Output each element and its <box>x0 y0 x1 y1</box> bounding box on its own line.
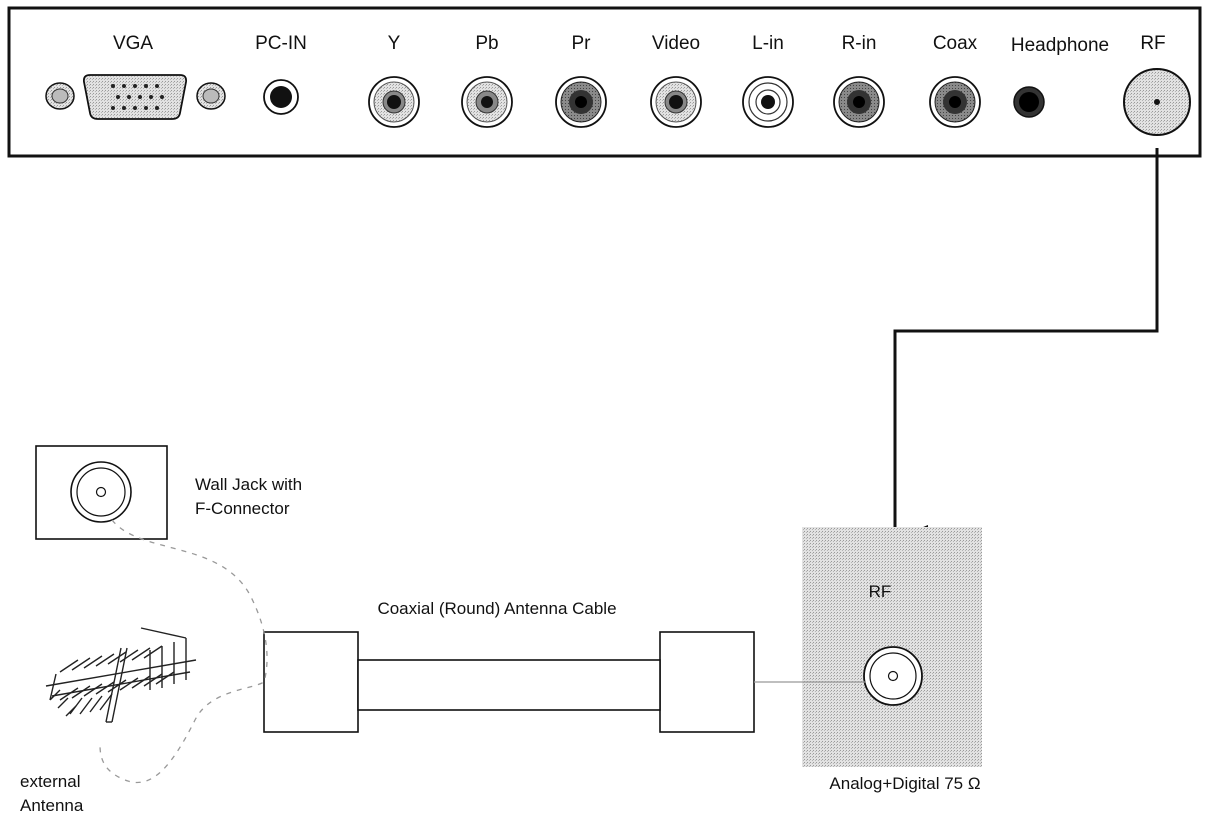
port-label-video: Video <box>652 33 700 54</box>
coaxial-cable: Coaxial (Round) Antenna Cable <box>263 599 866 733</box>
port-label-r-in: R-in <box>842 33 877 54</box>
port-label-vga: VGA <box>113 33 153 54</box>
port-label-pb: Pb <box>475 33 498 54</box>
port-label-coax: Coax <box>933 33 978 54</box>
port-label-rf: RF <box>1140 33 1165 54</box>
cable-left-connector <box>263 631 359 733</box>
r-in-rca-icon <box>833 76 885 128</box>
panel-frame <box>7 6 1202 158</box>
wall-jack: Wall Jack with F-Connector <box>35 445 302 540</box>
rf-feed-line <box>892 148 1159 555</box>
port-label-pc-in: PC-IN <box>255 33 307 54</box>
coax-rca-icon <box>929 76 981 128</box>
port-label-pr: Pr <box>572 33 592 54</box>
l-in-rca-icon <box>742 76 794 128</box>
antenna-label-line1: external <box>20 772 80 791</box>
pb-rca-icon <box>461 76 513 128</box>
coaxial-cable-label: Coaxial (Round) Antenna Cable <box>377 599 616 618</box>
rf-input-caption: Analog+Digital 75 Ω <box>829 774 980 793</box>
dashed-connection-path <box>99 519 268 784</box>
pc-in-jack-icon <box>263 79 299 115</box>
antenna-label-line2: Antenna <box>20 796 84 815</box>
panel-rf-connector-icon <box>1123 68 1191 136</box>
vga-port-icon <box>45 74 226 120</box>
port-label-l-in: L-in <box>752 33 784 54</box>
rf-input-connector-icon <box>863 646 923 706</box>
rf-input-block: RF Analog+Digital 75 Ω <box>802 527 982 793</box>
port-label-headphone: Headphone <box>1011 35 1109 56</box>
f-connector-icon <box>70 461 132 523</box>
y-rca-icon <box>368 76 420 128</box>
port-label-y: Y <box>388 33 401 54</box>
wall-jack-label-line1: Wall Jack with <box>195 475 302 494</box>
rf-input-label: RF <box>869 582 892 601</box>
pr-rca-icon <box>555 76 607 128</box>
video-rca-icon <box>650 76 702 128</box>
headphone-jack-icon <box>1013 86 1045 118</box>
cable-body <box>357 659 661 711</box>
tv-rear-panel: VGA PC-IN Y Pb Pr Video L-in R-in Coax H… <box>7 6 1202 158</box>
wall-jack-label-line2: F-Connector <box>195 499 290 518</box>
external-antenna-icon <box>45 627 197 723</box>
cable-right-connector <box>659 631 755 733</box>
